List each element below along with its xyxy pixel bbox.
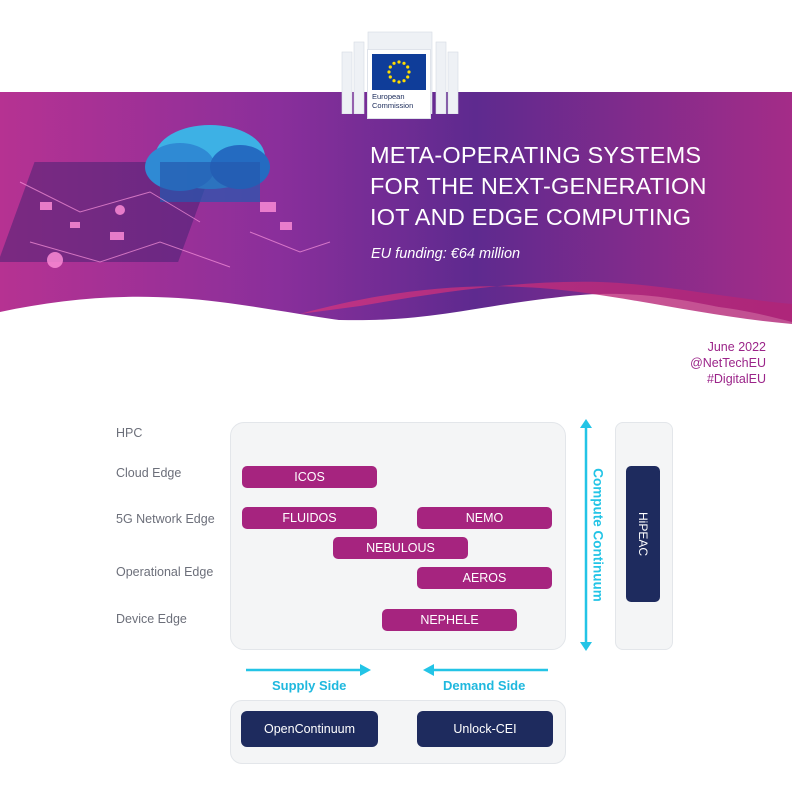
hashtag: #DigitalEU bbox=[706, 372, 766, 386]
publication-meta: June 2022 @NetTechEU #DigitalEU bbox=[690, 339, 766, 387]
title-line-3: IOT AND EDGE COMPUTING bbox=[370, 204, 692, 230]
title-line-1: META-OPERATING SYSTEMS bbox=[370, 142, 702, 168]
project-nephele: NEPHELE bbox=[382, 609, 517, 631]
project-nemo: NEMO bbox=[417, 507, 552, 529]
eu-flag-icon bbox=[372, 54, 426, 90]
logo-text-line2: Commission bbox=[372, 101, 414, 110]
page-title: META-OPERATING SYSTEMS FOR THE NEXT-GENE… bbox=[370, 140, 707, 233]
compute-continuum-label: Compute Continuum bbox=[590, 468, 606, 602]
demand-arrow-icon bbox=[423, 664, 548, 676]
row-label-device-edge: Device Edge bbox=[116, 612, 187, 626]
row-label-cloud-edge: Cloud Edge bbox=[116, 466, 182, 480]
banner-background bbox=[0, 92, 792, 342]
project-unlock-cei: Unlock-CEI bbox=[417, 711, 553, 747]
date-text: June 2022 bbox=[707, 340, 766, 354]
project-aeros: AEROS bbox=[417, 567, 552, 589]
hipeac-label: HiPEAC bbox=[636, 511, 650, 557]
row-label-operational-edge: Operational Edge bbox=[116, 565, 214, 579]
project-icos: ICOS bbox=[242, 466, 377, 488]
project-opencontinuum: OpenContinuum bbox=[241, 711, 378, 747]
supply-side-label: Supply Side bbox=[272, 678, 347, 693]
compute-continuum-arrow-icon bbox=[580, 419, 592, 651]
supply-arrow-icon bbox=[246, 664, 371, 676]
european-commission-logo: European Commission bbox=[368, 50, 430, 118]
logo-text-line1: European bbox=[372, 92, 405, 101]
logo-text: European Commission bbox=[372, 92, 430, 110]
row-label-hpc: HPC bbox=[116, 426, 143, 440]
funding-text: EU funding: €64 million bbox=[371, 246, 521, 262]
project-hipeac: HiPEAC bbox=[626, 466, 660, 602]
demand-side-label: Demand Side bbox=[443, 678, 526, 693]
project-nebulous: NEBULOUS bbox=[333, 537, 468, 559]
twitter-handle: @NetTechEU bbox=[690, 356, 766, 370]
project-fluidos: FLUIDOS bbox=[242, 507, 377, 529]
header-banner bbox=[0, 92, 792, 342]
row-label-5g-network-edge: 5G Network Edge bbox=[116, 512, 215, 526]
title-line-2: FOR THE NEXT-GENERATION bbox=[370, 173, 707, 199]
